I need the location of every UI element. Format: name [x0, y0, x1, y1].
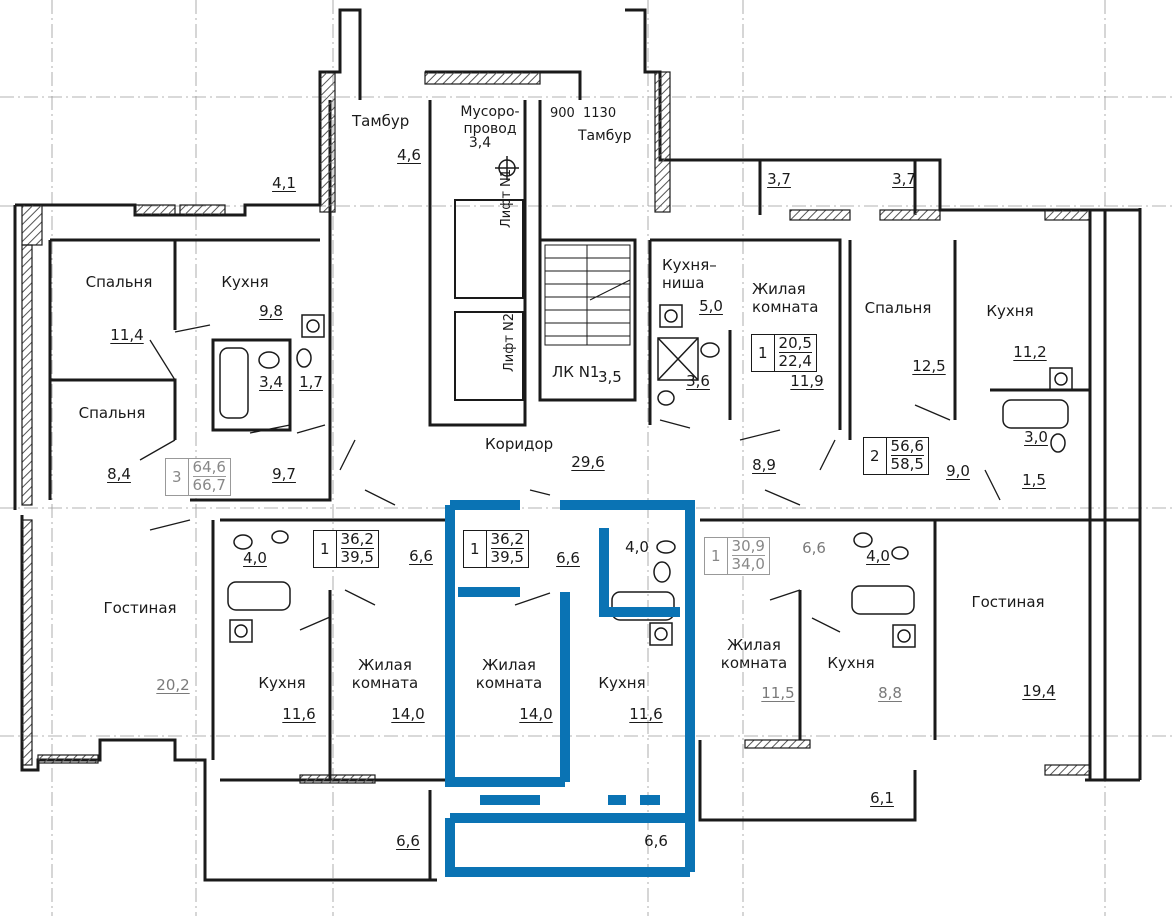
room-area-gostinaya-d: 19,4: [1022, 682, 1056, 700]
room-area-loggia-right: 6,1: [870, 789, 894, 807]
room-label-zhilaya-c: Жилая комната: [720, 636, 788, 672]
room-label-gostinaya-d: Гостиная: [971, 593, 1045, 611]
room-area-musoroprovod: 3,4: [468, 135, 492, 151]
room-label-kuhnya-1: Кухня: [221, 273, 269, 291]
badge-total: 56,6: [890, 437, 924, 457]
dimension-900: 900: [550, 106, 575, 121]
room-area-loggia-a: 6,6: [396, 832, 420, 850]
stove-symbols: [229, 156, 1073, 648]
room-label-zhilaya-studio: Жилая комната: [752, 280, 819, 316]
room-label-zhilaya-a: Жилая комната: [351, 656, 419, 692]
room-label-kuhnya-3: Кухня: [986, 302, 1034, 320]
room-area-spalnya-2: 8,4: [107, 465, 131, 483]
room-area-bath-studio: 3,6: [686, 372, 710, 390]
badge-total-with-loggia: 22,4: [778, 352, 812, 371]
badge-rooms: 1: [752, 335, 775, 371]
room-label-gostinaya-1: Гостиная: [103, 599, 177, 617]
room-area-zhilaya-studio: 11,9: [790, 372, 824, 390]
selected-apartment-outline[interactable]: [445, 500, 695, 877]
badge-rooms: 1: [464, 531, 487, 567]
room-area-spalnya-1: 11,4: [110, 326, 144, 344]
badge-total-with-loggia: 66,7: [192, 476, 226, 495]
room-label-spalnya-2: Спальня: [78, 404, 146, 422]
badge-total-with-loggia: 34,0: [731, 555, 765, 574]
room-area-zhilaya-a: 14,0: [391, 705, 425, 723]
stair-flights: [544, 244, 631, 346]
lift-shafts: [454, 199, 524, 401]
room-area-bath-c: 4,0: [866, 547, 890, 565]
room-label-lift-1: Лифт N1: [499, 168, 514, 228]
dimension-1130: 1130: [583, 106, 617, 121]
room-label-selected-kuhnya: Кухня: [598, 674, 646, 692]
badge-rooms: 1: [314, 531, 337, 567]
room-label-tambur-right: Тамбур: [578, 128, 632, 144]
room-area-selected-zhilaya: 14,0: [519, 705, 553, 723]
room-area-kuhnya-a: 11,6: [282, 705, 316, 723]
badge-total: 20,5: [778, 334, 812, 354]
room-area-koridor: 29,6: [571, 453, 605, 471]
badge-total: 30,9: [731, 537, 765, 557]
badge-rooms: 3: [166, 459, 189, 495]
room-area-hall-c: 6,6: [802, 539, 826, 557]
room-label-koridor: Коридор: [485, 435, 554, 453]
room-label-stair: ЛК N1: [552, 363, 600, 381]
badge-total: 36,2: [340, 530, 374, 550]
room-area-hall-a: 6,6: [409, 547, 433, 565]
door-swings: [139, 324, 1001, 633]
badge-total-with-loggia: 39,5: [490, 548, 524, 567]
room-area-gostinaya-1: 20,2: [156, 676, 190, 694]
room-area-kuhnya-3: 11,2: [1013, 343, 1047, 361]
room-area-kuhnya-c: 8,8: [878, 684, 902, 702]
badge-total-with-loggia: 58,5: [890, 455, 924, 474]
badge-total: 36,2: [490, 530, 524, 550]
badge-total-with-loggia: 39,5: [340, 548, 374, 567]
room-area-selected-bath: 4,0: [625, 538, 649, 556]
room-area-wc-3: 1,5: [1022, 471, 1046, 489]
badge-rooms: 1: [705, 538, 728, 574]
room-label-musoroprovod: Мусоро- провод: [460, 104, 520, 137]
room-area-kuhnya-nisha: 5,0: [699, 297, 723, 315]
room-area-bath-1: 3,4: [259, 373, 283, 391]
room-label-spalnya-3: Спальня: [864, 299, 932, 317]
room-area-hall-studio: 8,9: [752, 456, 776, 474]
room-area-wc-1: 1,7: [299, 373, 323, 391]
room-area-selected-kuhnya: 11,6: [629, 705, 663, 723]
room-area-zhilaya-c: 11,5: [761, 684, 795, 702]
room-label-tambur-left: Тамбур: [352, 112, 410, 130]
room-area-hall-3: 9,0: [946, 462, 970, 480]
sanitary-fixtures: [219, 337, 1069, 621]
room-area-bath-a: 4,0: [243, 549, 267, 567]
room-label-lift-2: Лифт N2: [502, 312, 517, 372]
room-area-selected-loggia: 6,6: [644, 832, 668, 850]
room-area-spalnya-3: 12,5: [912, 357, 946, 375]
room-area-hall-1: 9,7: [272, 465, 296, 483]
balcony-area-top-left: 4,1: [272, 174, 296, 192]
room-label-kuhnya-a: Кухня: [258, 674, 306, 692]
balcony-area-top-right-2: 3,7: [892, 170, 916, 188]
badge-rooms: 2: [864, 438, 887, 474]
room-area-tambur-left: 4,6: [397, 146, 421, 164]
balcony-area-top-right-1: 3,7: [767, 170, 791, 188]
room-area-selected-hall: 6,6: [556, 549, 580, 567]
room-label-spalnya-1: Спальня: [85, 273, 153, 291]
room-area-kuhnya-1: 9,8: [259, 302, 283, 320]
room-area-bath-3: 3,0: [1024, 428, 1048, 446]
hatched-walls: [21, 71, 1091, 784]
room-label-kuhnya-c: Кухня: [827, 654, 875, 672]
badge-total: 64,6: [192, 458, 226, 478]
room-label-kuhnya-nisha: Кухня– ниша: [662, 256, 717, 292]
room-label-selected-zhilaya: Жилая комната: [475, 656, 543, 692]
room-area-stair: 3,5: [598, 368, 622, 386]
